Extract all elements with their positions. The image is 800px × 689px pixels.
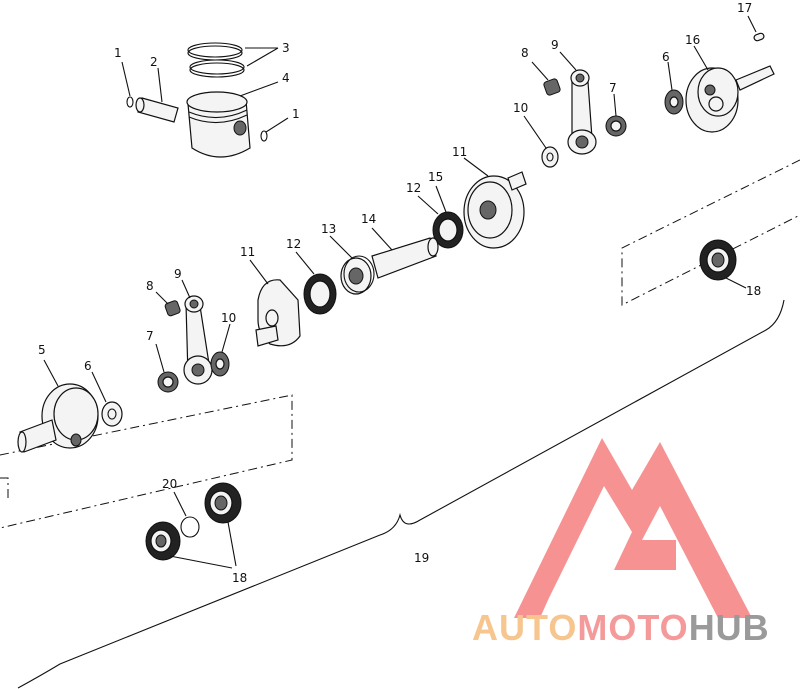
bearing-18-lower-a xyxy=(204,482,242,524)
callout-18b: 18 xyxy=(746,284,761,298)
washer-10-upper xyxy=(541,146,559,168)
piston xyxy=(186,91,251,158)
needle-bearing-8-upper xyxy=(543,78,561,96)
callout-9b: 9 xyxy=(174,267,182,281)
watermark-logo xyxy=(514,438,752,618)
crank-half-5 xyxy=(17,383,99,453)
washer-6-lower xyxy=(101,401,123,427)
callout-1b: 1 xyxy=(292,107,300,121)
circlip-right xyxy=(260,130,268,142)
watermark-hub: HUB xyxy=(689,607,770,648)
seal-12-middle xyxy=(303,273,337,315)
leader-lines xyxy=(43,15,757,569)
washer-6-upper xyxy=(664,89,684,115)
callout-11a: 11 xyxy=(452,145,467,159)
callout-16: 16 xyxy=(685,33,700,47)
callout-11b: 11 xyxy=(240,245,255,259)
dashed-box-right xyxy=(621,159,800,306)
callout-2: 2 xyxy=(150,55,158,69)
callout-9a: 9 xyxy=(551,38,559,52)
callout-17: 17 xyxy=(737,1,752,15)
needle-bearing-7-upper xyxy=(605,115,627,137)
watermark-moto: MOTO xyxy=(577,607,688,648)
callout-6b: 6 xyxy=(84,359,92,373)
callout-19: 19 xyxy=(414,551,429,565)
crank-half-16 xyxy=(685,65,775,133)
circlip-left xyxy=(126,96,134,108)
callout-14: 14 xyxy=(361,212,376,226)
callout-12a: 12 xyxy=(406,181,421,195)
needle-bearing-8-lower xyxy=(164,300,181,317)
callout-8b: 8 xyxy=(146,279,154,293)
watermark-text: AUTOMOTOHUB xyxy=(472,607,770,648)
bearing-18-lower-b xyxy=(145,521,181,561)
crank-wheel-11-lower xyxy=(255,279,301,347)
callout-1: 1 xyxy=(114,46,122,60)
callout-8a: 8 xyxy=(521,46,529,60)
key-17 xyxy=(753,32,765,42)
callout-3: 3 xyxy=(282,41,290,55)
connecting-rod-9-upper xyxy=(567,69,597,155)
piston-ring-upper xyxy=(187,42,243,61)
callout-15: 15 xyxy=(428,170,443,184)
svg-text:AUTOMOTOHUB: AUTOMOTOHUB xyxy=(472,607,770,648)
washer-10-lower xyxy=(210,351,230,377)
bracket-19 xyxy=(17,299,785,689)
connecting-rod-9-lower xyxy=(183,295,213,385)
dashed-box-left xyxy=(0,394,293,529)
callout-7a: 7 xyxy=(609,81,617,95)
bearing-18-right xyxy=(699,239,737,281)
callout-6a: 6 xyxy=(662,50,670,64)
callout-labels: 1 2 3 4 1 8 9 7 10 6 16 17 11 12 15 14 1… xyxy=(38,1,761,585)
callout-18a: 18 xyxy=(232,571,247,585)
callout-4: 4 xyxy=(282,71,290,85)
watermark-auto: AUTO xyxy=(472,607,577,648)
callout-12b: 12 xyxy=(286,237,301,251)
center-shaft-14 xyxy=(371,237,439,279)
needle-bearing-7-lower xyxy=(157,371,179,393)
o-ring-20 xyxy=(180,516,200,538)
labyrinth-seal-13 xyxy=(340,255,375,295)
callout-13: 13 xyxy=(321,222,336,236)
callout-10a: 10 xyxy=(513,101,528,115)
seal-15 xyxy=(432,211,464,249)
callout-20: 20 xyxy=(162,477,177,491)
piston-ring-lower xyxy=(189,59,245,78)
callout-10b: 10 xyxy=(221,311,236,325)
crank-wheel-11-upper xyxy=(463,171,527,249)
callout-5: 5 xyxy=(38,343,46,357)
wrist-pin xyxy=(135,97,179,123)
callout-7b: 7 xyxy=(146,329,154,343)
